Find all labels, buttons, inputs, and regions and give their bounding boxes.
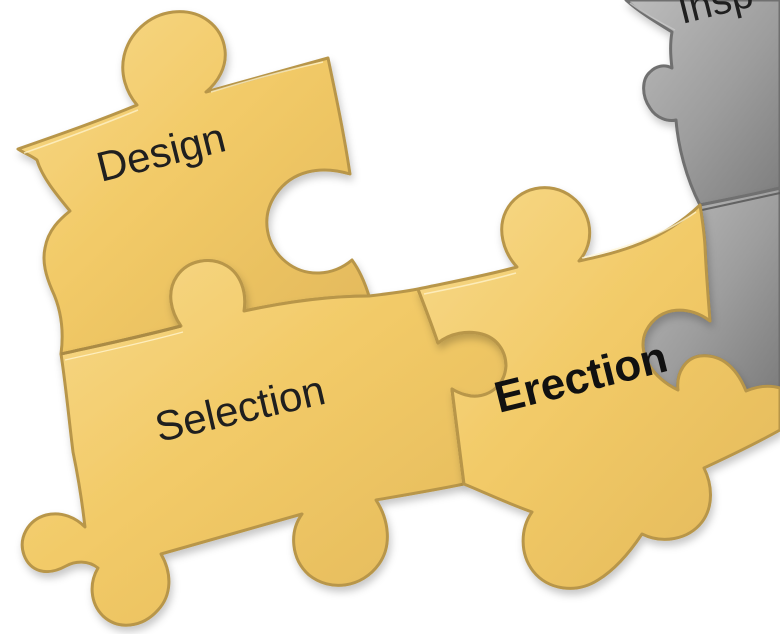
inspection-piece (624, 0, 780, 207)
design-piece (16, 10, 371, 356)
